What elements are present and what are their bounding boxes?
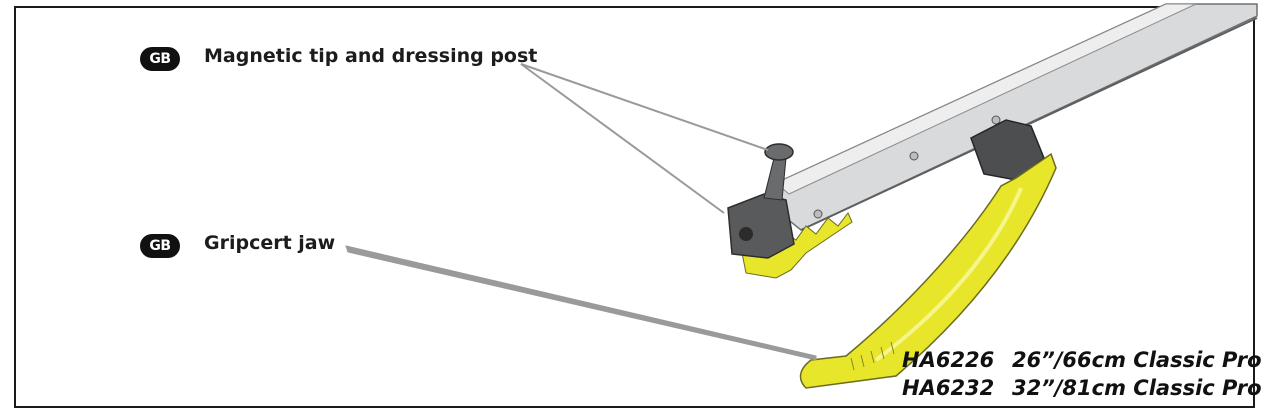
leader-jaw [345,245,817,361]
diagram-frame: GB Magnetic tip and dressing post GB Gri… [14,3,1262,408]
moving-jaw [799,152,1057,389]
model-description: 26”/66cm Classic Pro [1012,348,1262,372]
callout-magnetic-tip: Magnetic tip and dressing post [204,45,538,67]
rivet [991,115,1001,125]
model-description: 32”/81cm Classic Pro [1012,376,1262,400]
dressing-post [763,157,787,201]
leader-tip-lower [520,63,725,214]
jaw-pad-ridges [850,341,895,371]
tip-housing [727,193,795,259]
gb-badge: GB [140,47,180,71]
model-code: HA6226 [902,348,995,372]
shaft-top-face [775,3,1197,195]
rivet [909,151,919,161]
model-row: HA6226 26”/66cm Classic Pro [902,348,1262,372]
rivet [813,209,823,219]
leader-tip-upper [520,63,769,151]
reacher-illustration [345,3,1258,389]
model-row: HA6232 32”/81cm Classic Pro [902,376,1262,400]
shaft-edge [800,17,1258,231]
magnetic-tip [764,143,794,161]
moving-jaw-highlight [874,187,1023,362]
gb-badge: GB [140,234,180,258]
leader-lines [345,63,817,361]
model-code: HA6232 [902,376,995,400]
callout-gripcert-jaw: Gripcert jaw [204,232,336,254]
tip-hole [739,227,753,241]
